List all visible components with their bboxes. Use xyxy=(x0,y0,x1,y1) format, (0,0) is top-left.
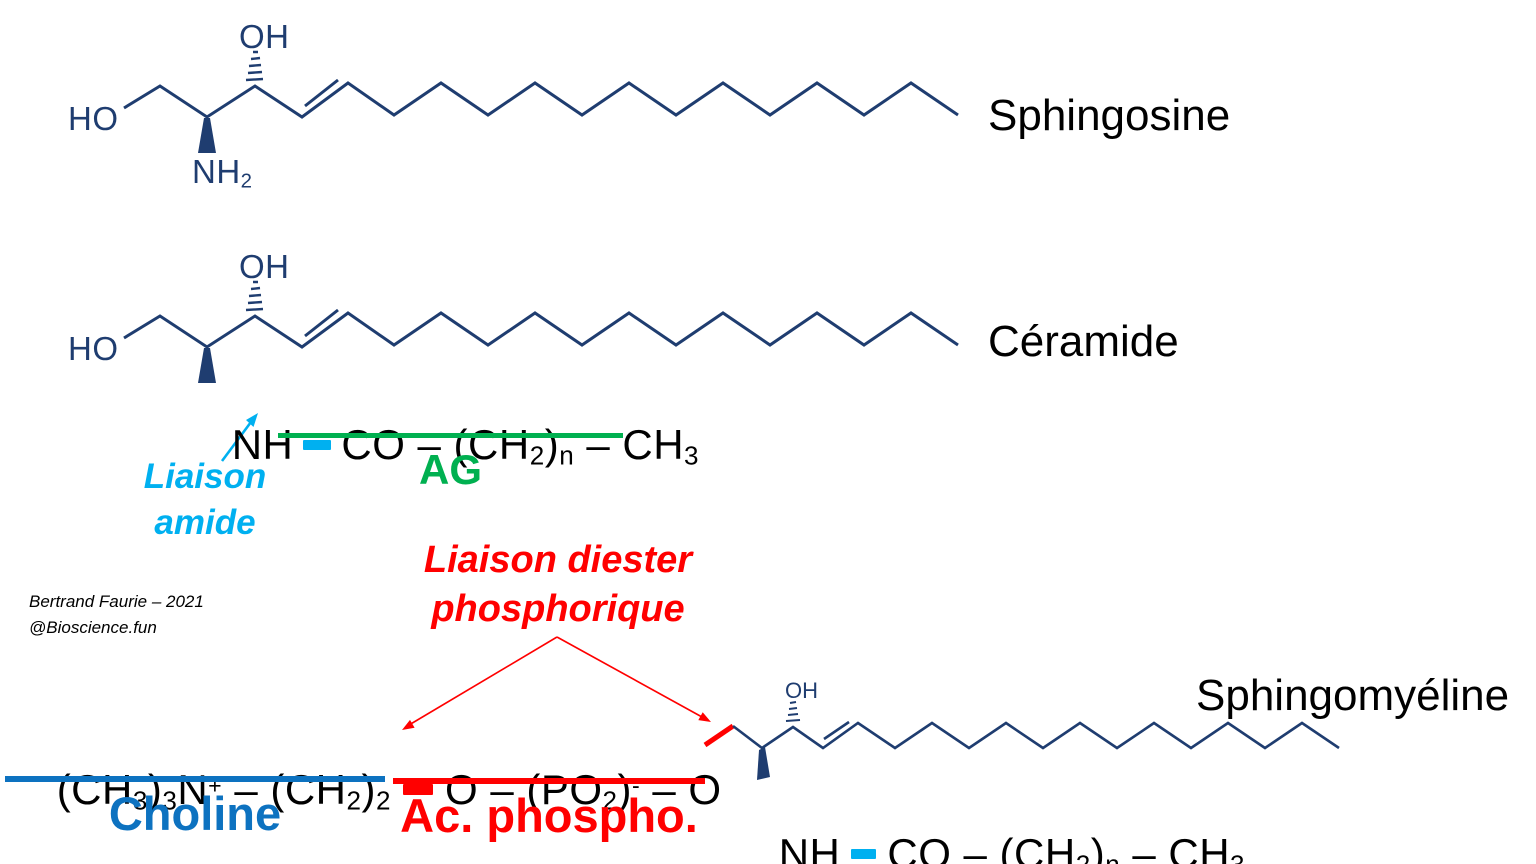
diester-arrow-left-head-icon xyxy=(402,719,415,730)
sphingosine-nh2-label: NH2 xyxy=(192,153,253,194)
sphingosine-hash-bond xyxy=(245,50,264,82)
ag-label: AG xyxy=(419,446,482,493)
formula-segment: (CH xyxy=(56,766,133,813)
formula-subscript: n xyxy=(1105,850,1120,864)
attribution: Bertrand Faurie – 2021 @Bioscience.fun xyxy=(29,589,204,642)
sphingomyeline-double-bond xyxy=(823,720,850,741)
amide-arrow-head-icon xyxy=(246,413,258,427)
attribution-line2: @Bioscience.fun xyxy=(29,618,157,638)
formula-segment: ) xyxy=(1090,830,1106,864)
amide-bond-arrow xyxy=(220,413,258,462)
sphingosine-double-bond xyxy=(304,78,339,108)
formula-subscript: 2 xyxy=(529,440,545,471)
ceramide-hash-bond xyxy=(245,280,264,312)
sphingosine-chain xyxy=(123,81,959,119)
sphingomyeline-structure xyxy=(703,701,1340,780)
formula-subscript: 3 xyxy=(1230,850,1245,864)
formula-segment: ) xyxy=(617,766,633,813)
diester-bond-arrows xyxy=(402,636,711,730)
formula-segment: N xyxy=(177,766,209,813)
liaison-amide-line2: amide xyxy=(154,503,256,543)
formula-subscript: 3 xyxy=(684,440,700,471)
diester-callout: Liaison diester phosphorique xyxy=(397,536,719,633)
ceramide-amide-formula: NH CO – (CH2)n – CH3 xyxy=(183,373,699,520)
formula-segment: O – (PO xyxy=(444,766,603,813)
sphingomyeline-hash-bond xyxy=(785,701,801,722)
sphingomyeline-name: Sphingomyéline xyxy=(1196,671,1510,720)
ceramide-oh-label: OH xyxy=(239,248,290,285)
diester-arrow-right-head-icon xyxy=(698,712,711,722)
sphingomyeline-chain xyxy=(732,721,1340,750)
formula-segment: – O xyxy=(640,766,722,813)
formula-segment: CO – (CH xyxy=(341,421,530,468)
ester-bond-dash xyxy=(402,784,433,795)
amide-bond-dash xyxy=(303,440,332,450)
sphingosine-wedge-bond xyxy=(198,118,216,153)
ceramide-nh: NH xyxy=(231,421,294,468)
ester-bond-red xyxy=(703,723,735,748)
attribution-line1: Bertrand Faurie – 2021 xyxy=(29,592,204,611)
sphingosine-structure xyxy=(123,50,959,153)
ceramide-name: Céramide xyxy=(988,317,1179,366)
formula-subscript: 2 xyxy=(602,785,618,816)
liaison-amide-line1: Liaison xyxy=(143,457,267,496)
nh2-base: NH xyxy=(192,153,241,190)
diester-arrow-left-line xyxy=(408,636,558,726)
sphingosine-ho-label: HO xyxy=(68,100,119,137)
formula-subscript: 3 xyxy=(162,785,178,816)
formula-subscript: n xyxy=(559,440,575,471)
sphingomyeline-nh: NH xyxy=(778,830,841,864)
sphingomyeline-amide-formula: NH CO – (CH2)n – CH3 xyxy=(730,782,1245,864)
phospho-label: Ac. phospho. xyxy=(400,789,698,842)
choline-underline xyxy=(5,776,385,782)
ceramide-chain xyxy=(123,311,959,349)
diester-line1: Liaison diester xyxy=(423,539,693,581)
formula-subscript: 2 xyxy=(1076,850,1091,864)
formula-segment: CO – (CH xyxy=(887,830,1076,864)
formula-segment: – CH xyxy=(1120,830,1231,864)
liaison-amide-callout: Liaison amide xyxy=(115,454,295,546)
formula-subscript: 2 xyxy=(346,785,362,816)
ceramide-wedge-bond xyxy=(198,348,216,383)
ceramide-double-bond xyxy=(304,308,339,338)
ag-underline xyxy=(278,433,623,438)
ceramide-ho-label: HO xyxy=(68,330,119,367)
diester-arrow-right-line xyxy=(556,636,703,718)
diester-line2: phosphorique xyxy=(431,587,685,630)
sphingomyeline-oh-label: OH xyxy=(785,678,818,703)
amide-bond-dash xyxy=(851,849,877,859)
ceramide-structure xyxy=(123,280,959,383)
amide-arrow-line xyxy=(220,421,253,462)
formula-segment: ) xyxy=(544,421,560,468)
sphingosine-name: Sphingosine xyxy=(988,91,1231,140)
phospho-underline xyxy=(393,778,705,784)
sphingosine-oh-label: OH xyxy=(239,18,290,55)
formula-superscript: - xyxy=(632,772,641,799)
formula-subscript: 2 xyxy=(376,785,391,816)
sphingomyeline-wedge-bond xyxy=(757,747,770,780)
formula-segment: – CH xyxy=(574,421,685,468)
choline-label: Choline xyxy=(108,787,282,840)
nh2-subscript: 2 xyxy=(240,169,253,193)
formula-subscript: 3 xyxy=(132,785,148,816)
